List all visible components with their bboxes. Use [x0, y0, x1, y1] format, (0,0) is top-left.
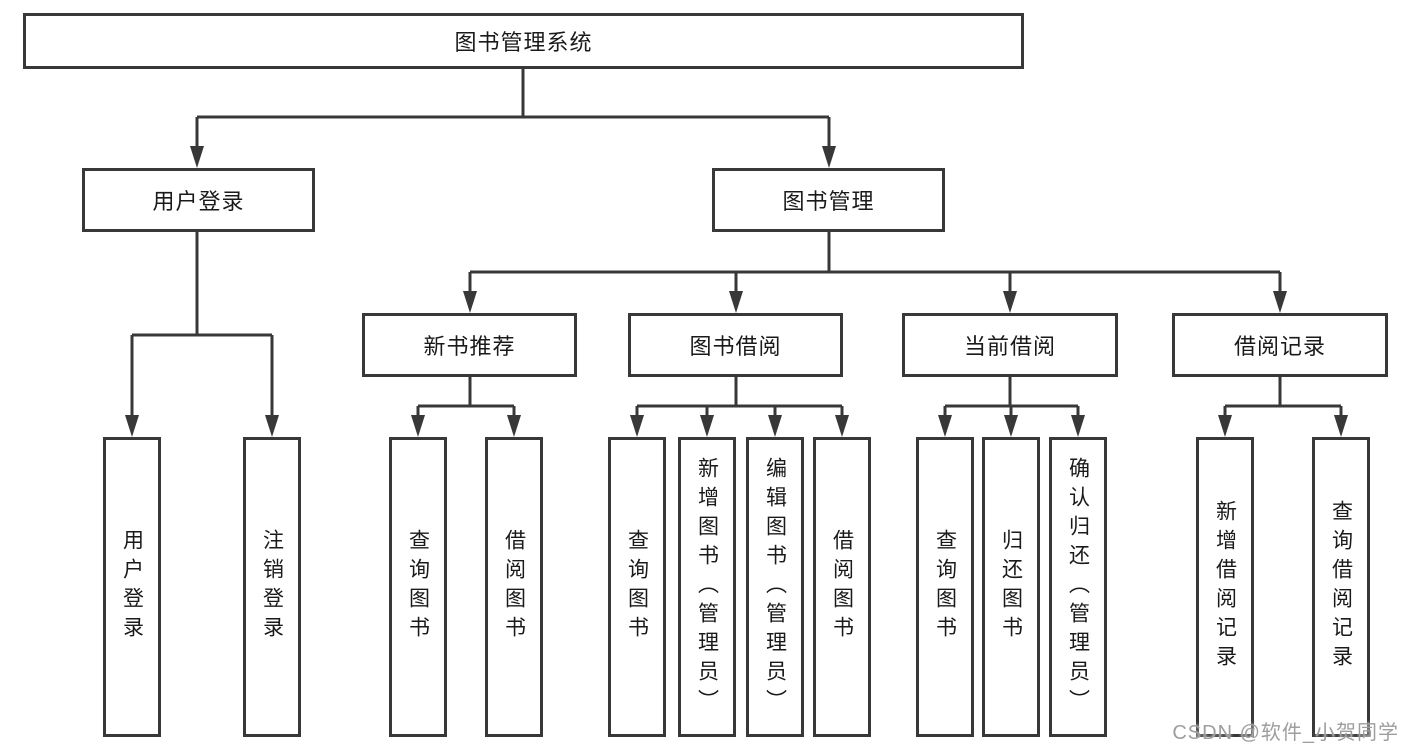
arrow-down-icon: [125, 415, 139, 437]
arrow-down-icon: [463, 291, 477, 313]
arrow-down-icon: [411, 415, 425, 437]
leaf-return-books: 归还图书: [982, 437, 1040, 737]
leaf-label: 新增借阅记录: [1213, 500, 1237, 674]
arrow-down-icon: [768, 415, 782, 437]
leaf-label: 借阅图书: [502, 529, 526, 645]
leaf-label: 查询借阅记录: [1329, 500, 1353, 674]
node-user-login: 用户登录: [82, 168, 315, 232]
arrow-down-icon: [1334, 415, 1348, 437]
node-label: 借阅记录: [1233, 334, 1326, 359]
arrow-down-icon: [729, 291, 743, 313]
leaf-label: 新增图书（管理员）: [695, 456, 719, 718]
leaf-query-books-current: 查询图书: [916, 437, 974, 737]
leaf-user-login: 用户登录: [103, 437, 161, 737]
arrow-down-icon: [265, 415, 279, 437]
leaf-borrow-books: 借阅图书: [813, 437, 871, 737]
arrow-down-icon: [190, 146, 204, 168]
leaf-query-borrow-record: 查询借阅记录: [1312, 437, 1370, 737]
node-book-borrowing: 图书借阅: [628, 313, 843, 377]
leaf-label: 编辑图书（管理员）: [763, 456, 787, 718]
node-current-borrowing: 当前借阅: [902, 313, 1118, 377]
arrow-down-icon: [507, 415, 521, 437]
arrow-down-icon: [1071, 415, 1085, 437]
leaf-query-books-borrowing: 查询图书: [608, 437, 666, 737]
arrow-down-icon: [1218, 415, 1232, 437]
node-borrowing-records: 借阅记录: [1172, 313, 1388, 377]
leaf-label: 注销登录: [260, 529, 284, 645]
leaf-query-books-recommend: 查询图书: [389, 437, 447, 737]
leaf-label: 查询图书: [406, 529, 430, 645]
leaf-label: 借阅图书: [830, 529, 854, 645]
node-label: 当前借阅: [963, 334, 1056, 359]
leaf-label: 归还图书: [999, 529, 1023, 645]
csdn-watermark: CSDN @软件_小贺同学: [1172, 722, 1399, 744]
node-label: 图书管理系统: [454, 30, 593, 55]
leaf-label: 查询图书: [933, 529, 957, 645]
node-book-management: 图书管理: [712, 168, 945, 232]
leaf-label: 确认归还（管理员）: [1066, 456, 1090, 718]
node-label: 用户登录: [152, 189, 245, 214]
node-label: 图书管理: [782, 189, 875, 214]
node-new-book-recommendation: 新书推荐: [362, 313, 577, 377]
leaf-edit-books-admin: 编辑图书（管理员）: [746, 437, 804, 737]
arrow-down-icon: [1003, 291, 1017, 313]
arrow-down-icon: [822, 146, 836, 168]
leaf-label: 用户登录: [120, 529, 144, 645]
node-label: 图书借阅: [689, 334, 782, 359]
arrow-down-icon: [1004, 415, 1018, 437]
arrow-down-icon: [700, 415, 714, 437]
node-library-management-system: 图书管理系统: [23, 13, 1024, 69]
leaf-label: 查询图书: [625, 529, 649, 645]
arrow-down-icon: [1273, 291, 1287, 313]
leaf-borrow-books-recommend: 借阅图书: [485, 437, 543, 737]
leaf-logout: 注销登录: [243, 437, 301, 737]
leaf-add-borrow-record: 新增借阅记录: [1196, 437, 1254, 737]
node-label: 新书推荐: [423, 334, 516, 359]
arrow-down-icon: [938, 415, 952, 437]
leaf-add-books-admin: 新增图书（管理员）: [678, 437, 736, 737]
arrow-down-icon: [835, 415, 849, 437]
leaf-confirm-return-admin: 确认归还（管理员）: [1049, 437, 1107, 737]
arrow-down-icon: [630, 415, 644, 437]
